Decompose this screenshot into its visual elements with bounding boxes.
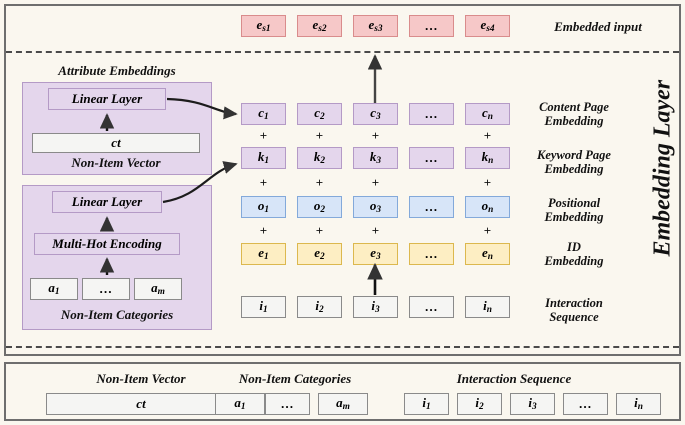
bottom-cell-non-item-categories[interactable]: …: [265, 393, 310, 415]
bottom-group-title-non-item-categories: Non-Item Categories: [238, 371, 352, 386]
bottom-cell-non-item-vector[interactable]: ct: [46, 393, 236, 415]
bottom-cell-interaction-sequence[interactable]: in: [616, 393, 661, 415]
bottom-group-title-non-item-vector: Non-Item Vector: [96, 371, 186, 386]
attr-category-cell[interactable]: a1: [30, 278, 78, 300]
cell-positional-embedding[interactable]: on: [465, 196, 510, 218]
bottom-cell-interaction-sequence[interactable]: i2: [457, 393, 502, 415]
plus-sign: +: [315, 174, 324, 190]
attr-category-cell[interactable]: am: [134, 278, 182, 300]
cell-positional-embedding[interactable]: o1: [241, 196, 286, 218]
plus-sign: +: [259, 174, 268, 190]
linear-layer-top[interactable]: Linear Layer: [48, 88, 166, 110]
cell-keyword-page-embedding[interactable]: k3: [353, 147, 398, 169]
cell-content-page-embedding[interactable]: cn: [465, 103, 510, 125]
bottom-cell-interaction-sequence[interactable]: …: [563, 393, 608, 415]
cell-id-embedding[interactable]: e3: [353, 243, 398, 265]
cell-interaction-sequence[interactable]: …: [409, 296, 454, 318]
plus-sign: +: [371, 128, 380, 143]
plus-sign: +: [259, 128, 268, 143]
non-item-vector-caption: Non-Item Vector: [71, 155, 161, 170]
plus-sign: +: [315, 128, 324, 143]
cell-id-embedding[interactable]: e2: [297, 243, 342, 265]
bottom-cell-interaction-sequence[interactable]: i3: [510, 393, 555, 415]
cell-keyword-page-embedding[interactable]: …: [409, 147, 454, 169]
cell-positional-embedding[interactable]: o3: [353, 196, 398, 218]
cell-interaction-sequence[interactable]: in: [465, 296, 510, 318]
embedded-input-cell[interactable]: es4: [465, 15, 510, 37]
cell-interaction-sequence[interactable]: i3: [353, 296, 398, 318]
plus-sign: +: [483, 128, 492, 143]
embedded-input-cell[interactable]: …: [409, 15, 454, 37]
embedded-input-cell[interactable]: es2: [297, 15, 342, 37]
embedded-input-label: Embedded input: [554, 19, 642, 34]
cell-id-embedding[interactable]: e1: [241, 243, 286, 265]
cell-content-page-embedding[interactable]: c1: [241, 103, 286, 125]
cell-interaction-sequence[interactable]: i2: [297, 296, 342, 318]
cell-keyword-page-embedding[interactable]: k1: [241, 147, 286, 169]
cell-content-page-embedding[interactable]: c3: [353, 103, 398, 125]
plus-sign: +: [483, 222, 492, 238]
cell-positional-embedding[interactable]: …: [409, 196, 454, 218]
cell-id-embedding[interactable]: en: [465, 243, 510, 265]
plus-sign: +: [315, 222, 324, 238]
embedding-layer-label: Embedding Layer: [649, 79, 676, 257]
non-item-vector-value: ct: [32, 133, 200, 153]
bottom-group-title-interaction-sequence: Interaction Sequence: [456, 371, 572, 386]
cell-positional-embedding[interactable]: o2: [297, 196, 342, 218]
plus-sign: +: [371, 222, 380, 238]
non-item-categories-caption: Non-Item Categories: [60, 307, 174, 322]
plus-sign: +: [371, 174, 380, 190]
cell-keyword-page-embedding[interactable]: k2: [297, 147, 342, 169]
cell-content-page-embedding[interactable]: …: [409, 103, 454, 125]
plus-sign: +: [483, 174, 492, 190]
linear-layer-bottom[interactable]: Linear Layer: [52, 191, 162, 213]
bottom-cell-non-item-categories[interactable]: am: [318, 393, 368, 415]
cell-id-embedding[interactable]: …: [409, 243, 454, 265]
bottom-cell-non-item-categories[interactable]: a1: [215, 393, 265, 415]
plus-sign: +: [259, 222, 268, 238]
divider-top-dashed: [6, 51, 679, 53]
divider-bottom-dashed: [6, 346, 679, 348]
attr-category-cell[interactable]: …: [82, 278, 130, 300]
embedded-input-cell[interactable]: es1: [241, 15, 286, 37]
cell-keyword-page-embedding[interactable]: kn: [465, 147, 510, 169]
bottom-cell-interaction-sequence[interactable]: i1: [404, 393, 449, 415]
embedded-input-cell[interactable]: es3: [353, 15, 398, 37]
cell-content-page-embedding[interactable]: c2: [297, 103, 342, 125]
attribute-embeddings-title: Attribute Embeddings: [58, 63, 176, 78]
multi-hot-encoding[interactable]: Multi-Hot Encoding: [34, 233, 180, 255]
cell-interaction-sequence[interactable]: i1: [241, 296, 286, 318]
